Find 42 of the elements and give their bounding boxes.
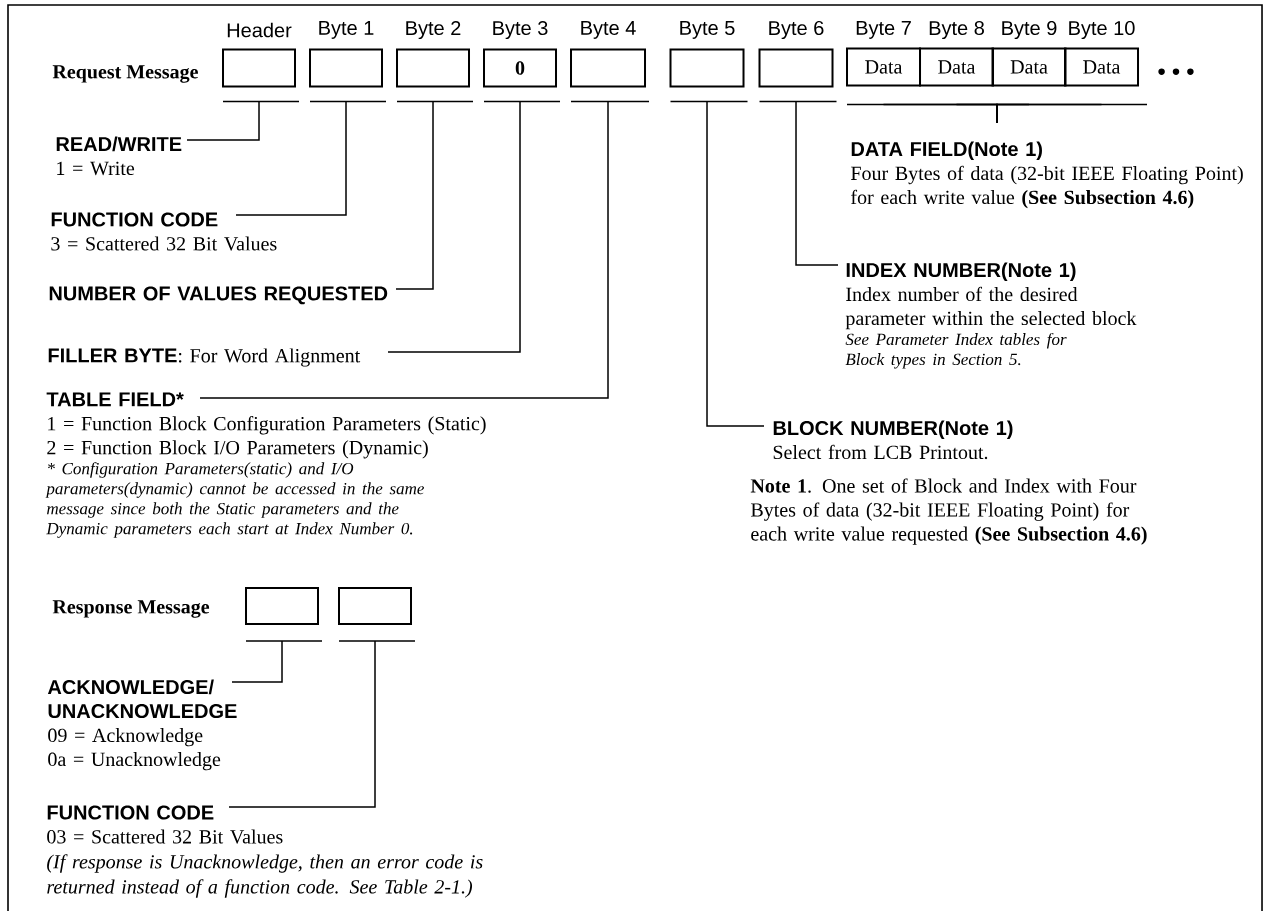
byte-label: Byte 8 [929,20,984,40]
byte-label: Byte 4 [581,21,636,39]
note-text: Note 1. One set of Block and Index with Four Bytes of data (32-bit IEEE Floating Point) for each write value requested (See Subsection 4.6) [750,478,1147,545]
byte-label: Byte 5 [680,21,735,39]
byte-box: 0 [483,48,557,88]
leader-line [996,103,1103,124]
byte-box [245,587,319,625]
byte-label: Header [227,22,292,38]
byte-label: Byte 7 [856,21,911,39]
byte-box: Data [991,47,1067,87]
leader-line [235,100,387,216]
byte-label: Byte 2 [406,20,461,40]
field-description: FUNCTION CODE 3 = Scattered 32 Bit Values [51,212,277,251]
byte-label: Byte 3 [493,20,548,40]
leader-line [199,100,650,399]
byte-box: Data [919,47,994,87]
field-description: INDEX NUMBER(Note 1) Index number of the desired parameter within the selected block See Parameter Index tables for Block types in Section 5. [845,262,1137,369]
field-description: NUMBER OF VALUES REQUESTED [49,286,388,305]
field-description: READ/WRITE 1 = Write [56,136,182,176]
byte-label: Byte 1 [319,21,374,39]
ellipsis: • • • [1158,68,1194,75]
byte-box [338,587,412,625]
leader-line [758,100,839,266]
field-description: FUNCTION CODE 03 = Scattered 32 Bit Values (If response is Unacknowledge, then an error code is returned instead of a function code. See Table 2-1.) [47,805,483,898]
field-description: BLOCK NUMBER(Note 1) Select from LCB Printout. [773,420,1013,460]
leader-line [387,100,561,353]
byte-box: Data [846,47,921,87]
leader-line [228,640,416,808]
field-description: FILLER BYTE: For Word Alignment [48,348,361,367]
leader-line [395,100,474,290]
message-label: Response Message [52,600,210,618]
leader-line [231,640,323,683]
byte-label: Byte 6 [769,20,824,40]
field-description: ACKNOWLEDGE/ UNACKNOWLEDGE 09 = Acknowledge 0a = Unacknowledge [47,679,237,771]
field-description: DATA FIELD(Note 1) Four Bytes of data (32-bit IEEE Floating Point) for each write value (See Subsection 4.6) [851,141,1243,209]
byte-label: Byte 10 [1069,20,1135,40]
byte-label: Byte 9 [1002,20,1057,40]
message-label: Request Message [52,65,198,83]
leader-line [186,100,300,141]
leader-line [669,100,765,427]
field-description: TABLE FIELD* 1 = Function Block Configuration Parameters (Static) 2 = Function Block I/O Parameters (Dynamic) * Configuration Parameters(static) and I/O parameters(dynamic) cannot be accessed in the same message since both the Static parameters and the Dynamic parameters each start at Index Number 0. [45,392,486,538]
byte-box: Data [1064,47,1139,87]
